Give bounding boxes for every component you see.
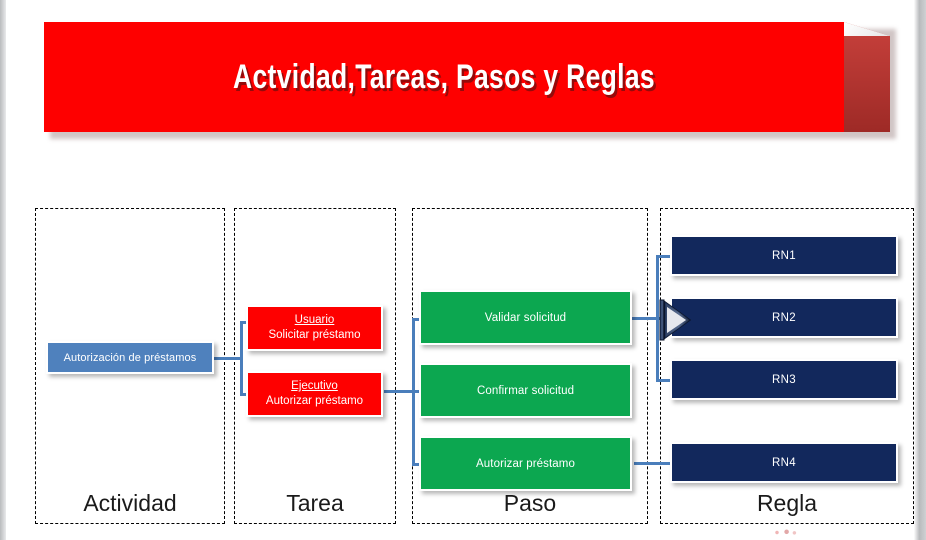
rule-label: RN3 [772, 373, 796, 386]
rule-box-rn1[interactable]: RN1 [670, 235, 898, 276]
rule-box-rn2[interactable]: RN2 [670, 297, 898, 338]
column-label-tarea: Tarea [286, 490, 344, 516]
banner-side-fold [844, 22, 890, 132]
connector-step1-stub [631, 317, 665, 320]
connector-step3-to-rule-4 [634, 462, 676, 465]
step-box-validar-solicitud[interactable]: Validar solicitud [419, 290, 632, 345]
step-label: Confirmar solicitud [476, 384, 575, 397]
connector-step1-to-rule-3 [656, 379, 674, 382]
window-right-scrollbar[interactable] [914, 0, 926, 540]
banner-body [44, 22, 844, 132]
task-box-ejecutivo[interactable]: Ejecutivo Autorizar préstamo [246, 371, 383, 417]
connector-activity-trunk [240, 321, 243, 396]
connector-task-stub [384, 390, 416, 393]
rule-box-rn4[interactable]: RN4 [670, 442, 898, 483]
step-box-autorizar-prestamo[interactable]: Autorizar préstamo [419, 436, 632, 491]
connector-step1-to-rule-1 [656, 255, 674, 258]
task-action-label: Autorizar préstamo [265, 395, 364, 407]
task-role-label: Ejecutivo [291, 380, 338, 392]
step-box-confirmar-solicitud[interactable]: Confirmar solicitud [419, 363, 632, 418]
task-box-usuario[interactable]: Usuario Solicitar préstamo [246, 305, 383, 351]
column-label-regla: Regla [756, 490, 818, 516]
resize-left-arrow-cursor [659, 299, 692, 341]
column-actividad: Actividad [35, 208, 225, 524]
column-label-paso: Paso [503, 490, 557, 516]
column-regla: Regla [660, 208, 914, 524]
column-tarea: Tarea [234, 208, 396, 524]
bottom-red-artifact [768, 529, 798, 536]
rule-box-rn3[interactable]: RN3 [670, 359, 898, 400]
page-title: Actvidad,Tareas, Pasos y Reglas [233, 57, 655, 96]
task-role-label: Usuario [294, 314, 335, 326]
connector-activity-stub [213, 357, 243, 360]
step-label: Autorizar préstamo [476, 457, 575, 470]
activity-box-label: Autorización de préstamos [63, 351, 197, 364]
rule-label: RN4 [772, 456, 796, 469]
title-banner: Actvidad,Tareas, Pasos y Reglas [44, 22, 896, 139]
column-label-actividad: Actividad [83, 490, 177, 516]
rule-label: RN1 [772, 249, 796, 262]
rule-label: RN2 [772, 311, 796, 324]
task-action-label: Solicitar préstamo [268, 329, 361, 341]
activity-box[interactable]: Autorización de préstamos [46, 341, 214, 374]
window-left-edge [0, 0, 6, 540]
step-label: Validar solicitud [484, 311, 567, 324]
